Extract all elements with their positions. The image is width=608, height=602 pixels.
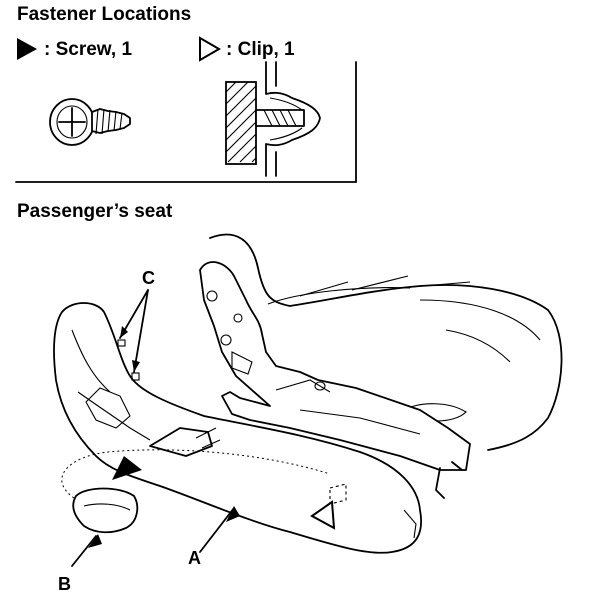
clip-point-lower [131,372,140,381]
clip-point-upper [117,339,126,347]
arrow-c-upper [120,326,128,338]
seat-cushion [209,233,563,451]
fastener-locations-heading: Fastener Locations [17,4,192,25]
side-cover [53,302,422,554]
screw-location-marker [112,456,142,480]
passenger-seat-heading: Passenger’s seat [17,201,173,222]
arrow-b [88,534,102,548]
guide-line [61,449,331,499]
screw-legend-icon [17,38,37,60]
clip-legend-label: : Clip, 1 [226,39,295,60]
arrow-c-lower [132,360,140,372]
seat-frame-bracket [199,261,471,499]
clip-legend-icon [199,36,221,62]
leader-a [199,507,235,553]
callout-a: A [188,548,201,568]
callout-c: C [142,268,155,288]
callout-b: B [58,574,71,594]
screw-icon [49,98,131,146]
clip-location-marker [310,500,336,530]
screw-legend-label: : Screw, 1 [44,39,133,60]
clip-icon [225,61,321,177]
leader-b [71,535,97,567]
front-cover-b [72,487,139,534]
fastener-detail-box [15,61,357,183]
arrow-a [226,506,240,522]
leader-c-lower [133,289,149,373]
